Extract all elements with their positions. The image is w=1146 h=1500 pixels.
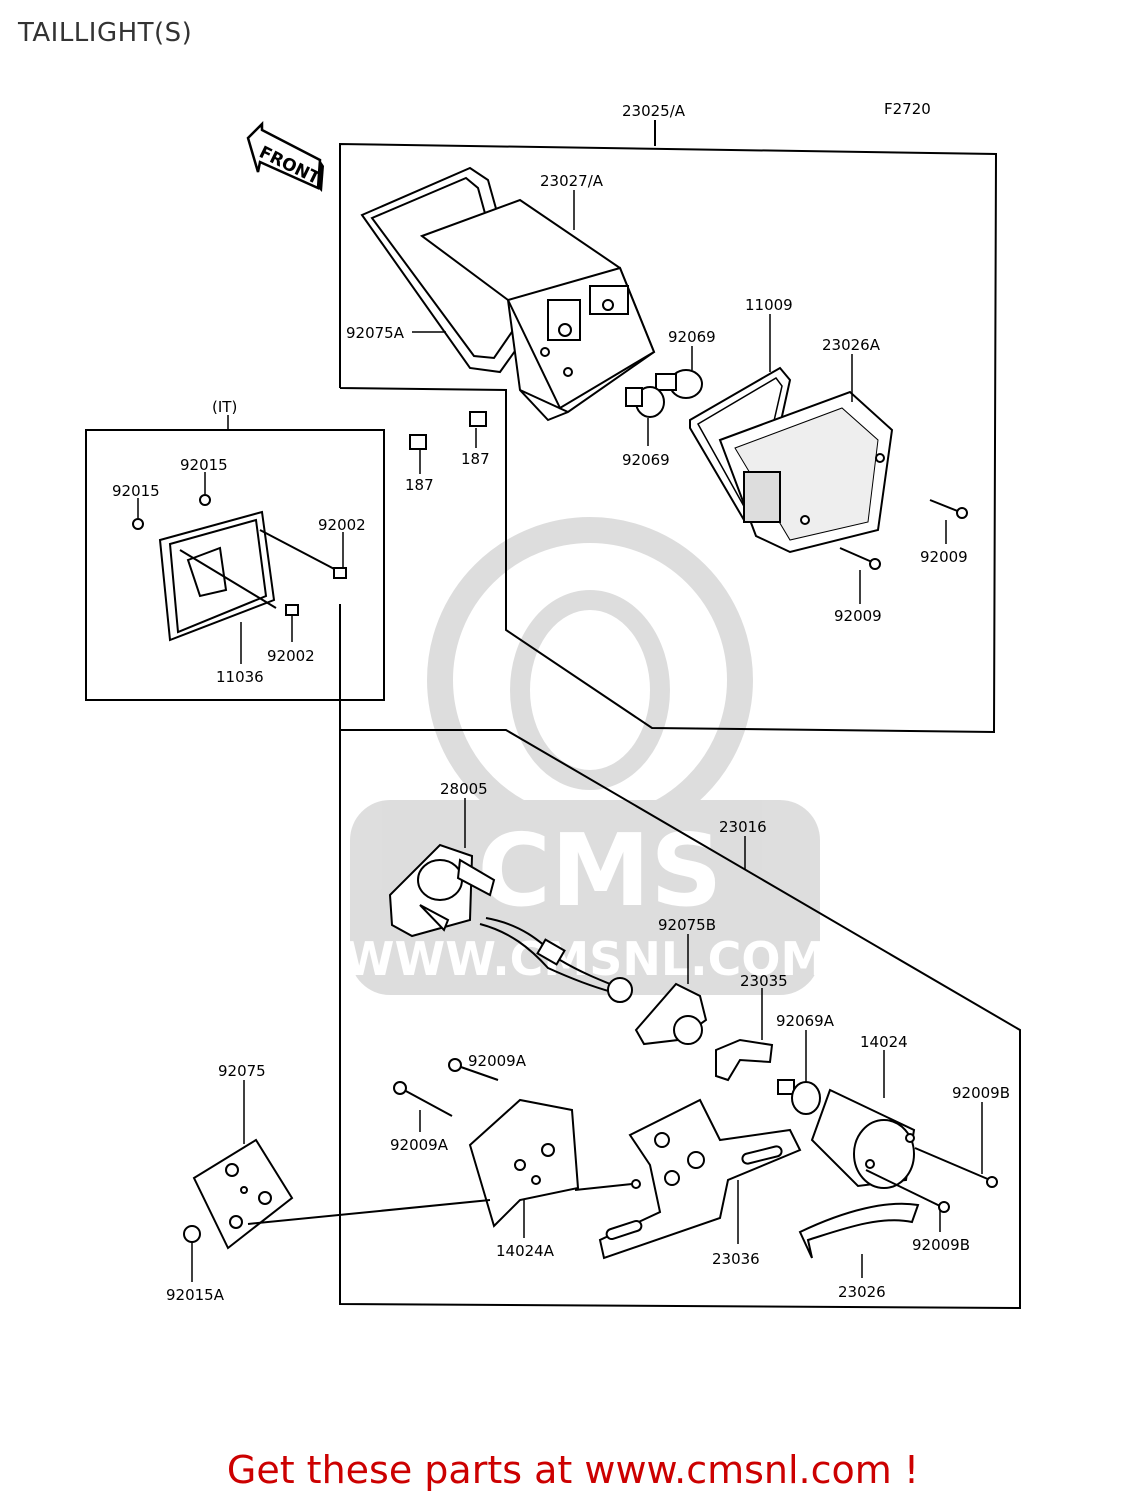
label-28005: 28005	[440, 780, 488, 798]
front-arrow: FRONT	[246, 120, 324, 192]
lens-14024	[810, 1088, 916, 1189]
label-92075A: 92075A	[346, 324, 405, 342]
label-23027A: 23027/A	[540, 172, 604, 190]
watermark-logo: CMS	[478, 812, 723, 929]
label-92009-right: 92009	[920, 548, 968, 566]
label-23025A: 23025/A	[622, 102, 686, 120]
label-kit: (IT)	[212, 398, 237, 416]
label-92009B-right: 92009B	[952, 1084, 1010, 1102]
part-labels: 23025/A 23027/A 92075A 11009 92069 23026…	[112, 102, 1010, 1304]
kit-box	[85, 429, 385, 701]
label-92015-upper: 92015	[180, 456, 228, 474]
label-23026: 23026	[838, 1283, 886, 1301]
label-14024A: 14024A	[496, 1242, 555, 1260]
clip-23035	[715, 1038, 774, 1082]
label-92069-lower: 92069	[622, 451, 670, 469]
screw-92009-upper	[839, 499, 968, 570]
label-14024: 14024	[860, 1033, 908, 1051]
label-92075: 92075	[218, 1062, 266, 1080]
bulb-92069-upper	[625, 369, 703, 418]
label-92075B: 92075B	[658, 916, 716, 934]
label-92015A: 92015A	[166, 1286, 225, 1304]
leader-lines	[137, 190, 983, 1282]
label-23026A: 23026A	[822, 336, 881, 354]
screw-92009B	[865, 1147, 998, 1213]
bulb-socket-28005	[388, 843, 496, 938]
label-187-left: 187	[405, 476, 434, 494]
screw-187	[409, 411, 487, 450]
label-92009-lower: 92009	[834, 607, 882, 625]
wire-harness-92075B	[479, 917, 708, 1046]
label-11009: 11009	[745, 296, 793, 314]
page-title: TAILLIGHT(S)	[18, 18, 193, 48]
label-23016: 23016	[719, 818, 767, 836]
taillight-housing	[419, 198, 656, 422]
label-92015-left: 92015	[112, 482, 160, 500]
exploded-parts-diagram: CMS WWW.CMSNL.COM FRONT F2720	[85, 100, 1021, 1310]
label-92069A: 92069A	[776, 1012, 835, 1030]
base-14024A	[468, 1098, 580, 1228]
label-92002-lower: 92002	[267, 647, 315, 665]
figure-code: F2720	[884, 100, 931, 118]
label-92009B-lower: 92009B	[912, 1236, 970, 1254]
label-92009A-lower: 92009A	[390, 1136, 449, 1154]
footer-promo-link[interactable]: Get these parts at www.cmsnl.com !	[226, 1448, 920, 1492]
clamp-23026	[798, 1202, 920, 1259]
upper-assembly-frame	[339, 120, 998, 734]
label-92009A-upper: 92009A	[468, 1052, 527, 1070]
label-92069-upper: 92069	[668, 328, 716, 346]
bracket-23036	[574, 1098, 802, 1260]
label-92002-right: 92002	[318, 516, 366, 534]
bulb-92069A	[777, 1079, 821, 1115]
label-187-right: 187	[461, 450, 490, 468]
lower-assembly-frame	[339, 604, 1021, 1310]
label-23036: 23036	[712, 1250, 760, 1268]
nut-92015A	[183, 1225, 201, 1243]
license-plate-bracket	[132, 494, 347, 642]
screw-92009A	[393, 1058, 499, 1117]
taillight-lens	[718, 390, 894, 554]
label-23035: 23035	[740, 972, 788, 990]
watermark-site: WWW.CMSNL.COM	[344, 932, 827, 986]
label-11036: 11036	[216, 668, 264, 686]
plate-92075	[192, 1138, 491, 1250]
